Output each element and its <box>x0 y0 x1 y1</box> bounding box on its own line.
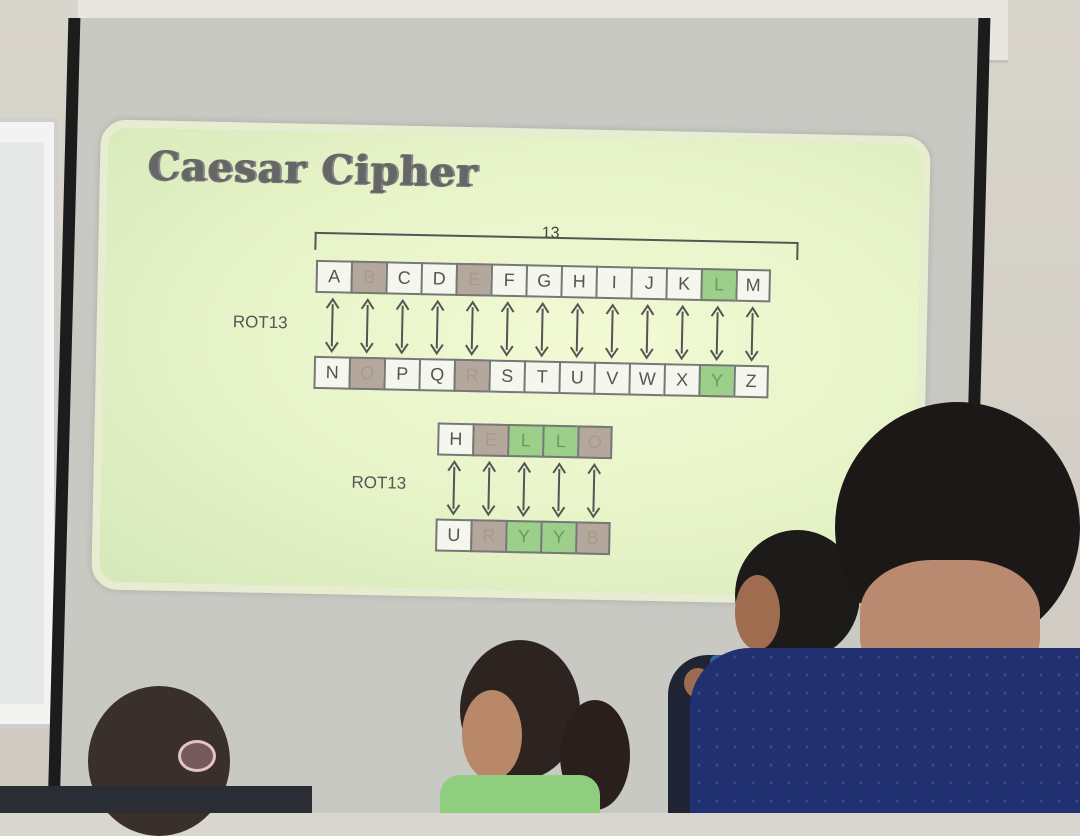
letter-cell-b: B <box>575 521 611 556</box>
double-arrow <box>516 461 532 518</box>
hair-clip <box>178 740 216 772</box>
slide-title: Caesar Cipher <box>147 142 479 197</box>
letter-cell-c: C <box>385 261 422 296</box>
letter-cell-u: U <box>558 361 595 395</box>
double-arrow <box>395 298 410 355</box>
double-arrow <box>535 301 550 358</box>
double-arrow <box>604 303 620 359</box>
letter-cell-l: L <box>700 267 737 302</box>
letter-cell-y: Y <box>505 519 541 554</box>
double-arrow <box>569 302 585 359</box>
double-arrow <box>639 304 655 360</box>
letter-cell-v: V <box>593 361 630 396</box>
letter-cell-m: M <box>735 268 772 303</box>
letter-cell-y: Y <box>698 363 735 398</box>
computer-monitor-edge <box>0 786 312 813</box>
letter-cell-l: L <box>507 423 543 458</box>
letter-cell-o: O <box>348 356 385 391</box>
letter-cell-b: B <box>350 260 387 295</box>
letter-cell-z: Z <box>733 364 770 399</box>
double-arrow <box>360 298 375 354</box>
letter-cell-i: I <box>595 265 632 300</box>
letter-cell-e: E <box>455 262 492 297</box>
letter-cell-x: X <box>663 363 700 397</box>
double-arrow <box>430 299 445 356</box>
double-arrow <box>465 300 480 356</box>
letter-cell-e: E <box>472 423 508 457</box>
letter-cell-d: D <box>420 262 457 296</box>
letter-cell-n: N <box>313 355 350 390</box>
rot13-label-word: ROT13 <box>351 472 407 493</box>
letter-cell-w: W <box>628 362 665 397</box>
letter-cell-o: O <box>577 425 613 460</box>
letter-cell-a: A <box>315 259 352 294</box>
letter-cell-g: G <box>525 264 562 299</box>
double-arrow <box>586 462 602 519</box>
letter-cell-r: R <box>453 358 490 393</box>
letter-cell-q: Q <box>418 358 455 392</box>
letter-cell-h: H <box>437 422 473 457</box>
letter-cell-r: R <box>470 519 506 553</box>
double-arrow <box>446 460 462 516</box>
letter-cell-s: S <box>488 359 525 394</box>
whiteboard <box>0 118 58 728</box>
letter-cell-l: L <box>542 424 578 459</box>
double-arrow <box>674 304 690 361</box>
letter-cell-k: K <box>665 267 702 301</box>
double-arrow <box>551 462 567 518</box>
letter-cell-t: T <box>523 360 560 394</box>
rot13-arrows-alphabet <box>325 297 760 362</box>
letter-cell-h: H <box>560 265 597 299</box>
double-arrow <box>481 460 497 517</box>
double-arrow <box>325 297 340 354</box>
letter-cell-j: J <box>630 266 667 301</box>
double-arrow <box>709 305 725 362</box>
shift-bracket <box>314 231 799 260</box>
double-arrow <box>500 301 515 357</box>
rot13-arrows-word <box>446 460 602 519</box>
letter-cell-u: U <box>435 518 471 553</box>
letter-cell-y: Y <box>540 520 576 555</box>
rot13-label-alphabet: ROT13 <box>232 312 288 333</box>
double-arrow <box>744 306 760 362</box>
letter-cell-p: P <box>383 357 420 392</box>
letter-cell-f: F <box>490 263 527 298</box>
